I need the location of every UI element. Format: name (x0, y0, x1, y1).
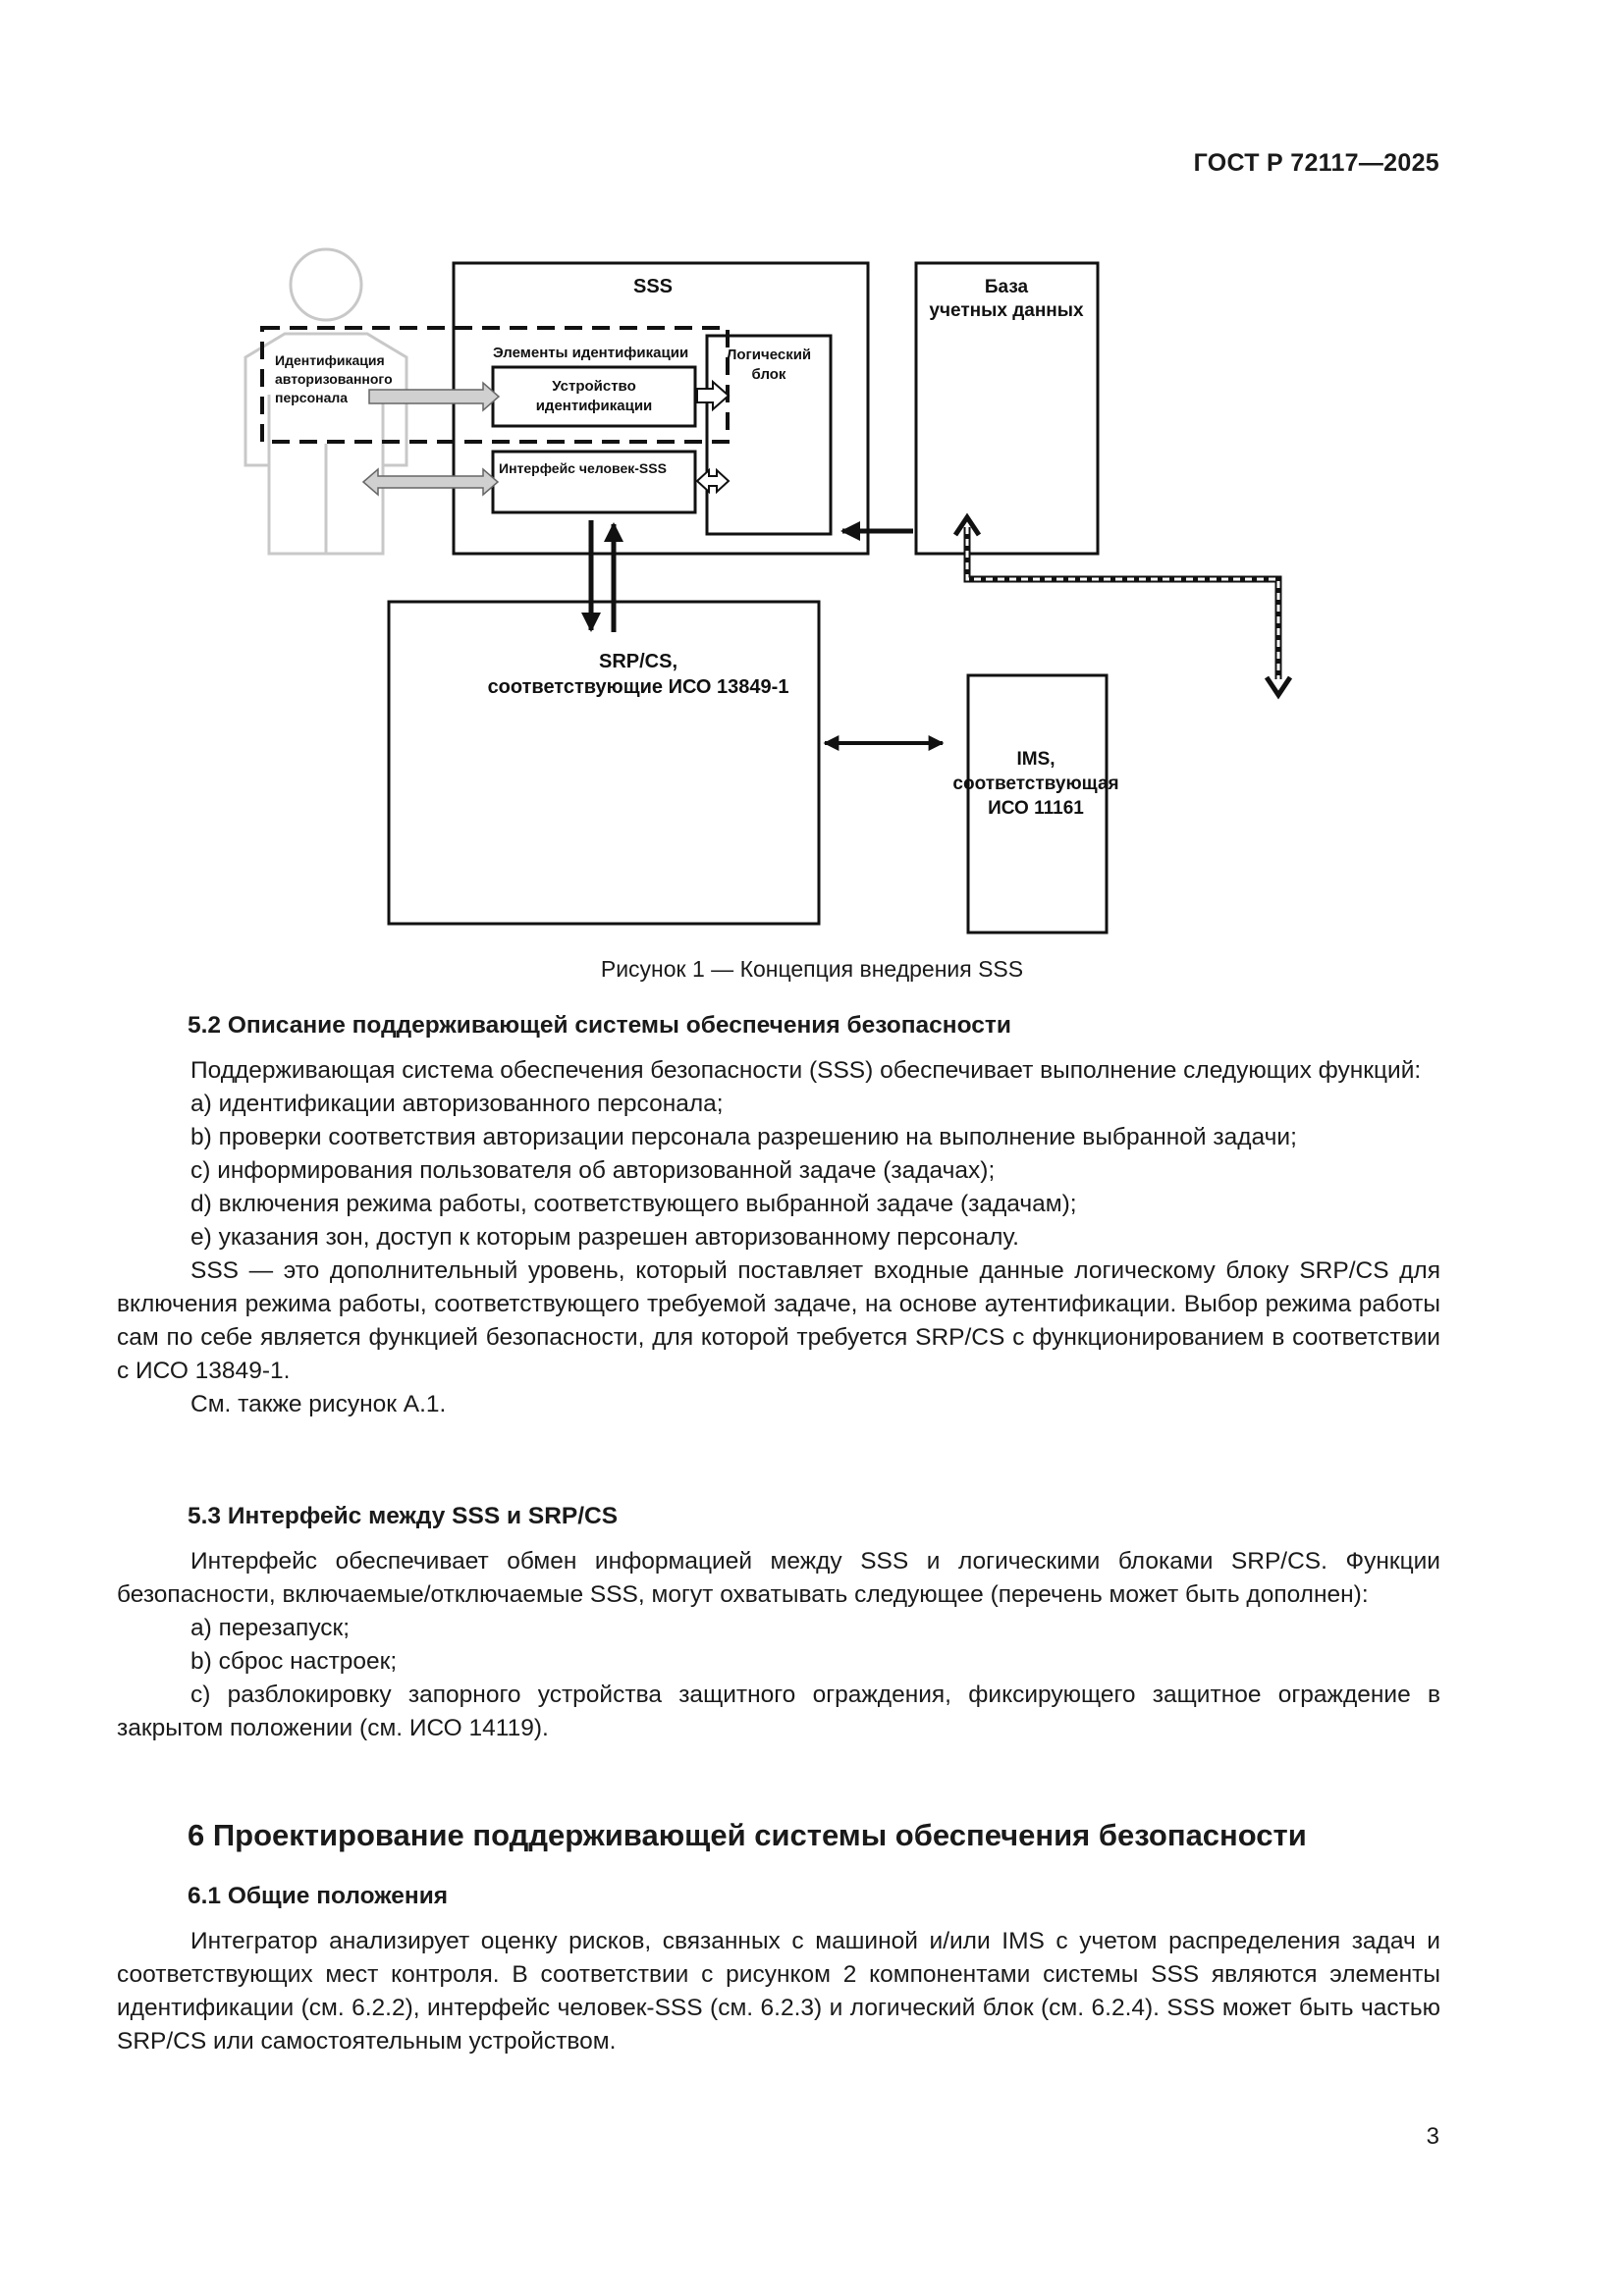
concept-diagram: SSS База учетных данных Идентификация ав… (244, 247, 1293, 934)
srp-line2: соответствующие ИСО 13849-1 (488, 676, 789, 698)
person-to-device-arrow (368, 381, 501, 412)
credentials-db-box (914, 261, 1100, 556)
device-line2: идентификации (536, 398, 653, 414)
logic-line1: Логический (727, 347, 811, 363)
ims-line1: IMS, (1016, 749, 1055, 770)
section-heading: 5.3 Интерфейс между SSS и SRP/CS (188, 1503, 619, 1529)
page-number: 3 (1426, 2123, 1439, 2150)
hmi-logic-double-arrow (695, 467, 731, 495)
section-5-3: 5.3 Интерфейс между SSS и SRP/CS Интерфе… (117, 1500, 1440, 1745)
list-item: e) указания зон, доступ к которым разреш… (190, 1224, 1019, 1251)
section-6: 6 Проектирование поддерживающей системы … (117, 1819, 1440, 2058)
srp-line1: SRP/CS, (599, 651, 677, 672)
see-also: См. также рисунок А.1. (190, 1391, 447, 1417)
section-heading: 5.2 Описание поддерживающей системы обес… (188, 1012, 1011, 1039)
list-item: b) проверки соответствия авторизации пер… (190, 1124, 1297, 1150)
concept-figure: SSS База учетных данных Идентификация ав… (236, 247, 1355, 939)
section-5-2: 5.2 Описание поддерживающей системы обес… (117, 1009, 1440, 1421)
paragraph: Интерфейс обеспечивает обмен информацией… (117, 1548, 1440, 1608)
sss-box (452, 261, 870, 556)
list-item: a) идентификации авторизованного персона… (190, 1091, 724, 1117)
ims-line3: ИСО 11161 (988, 798, 1084, 819)
identification-dashed-region (260, 326, 730, 444)
person-figure (244, 247, 408, 556)
list-item: d) включения режима работы, соответствую… (190, 1191, 1077, 1217)
identification-device-box (491, 365, 697, 428)
device-to-logic-arrow (696, 379, 731, 412)
figure-caption: Рисунок 1 — Концепция внедрения SSS (600, 956, 1024, 982)
logic-line2: блок (752, 366, 786, 383)
person-hmi-double-arrow (361, 467, 500, 497)
hmi-label: Интерфейс человек-SSS (499, 460, 667, 476)
list-item: c) информирования пользователя об автори… (190, 1157, 996, 1184)
ims-line2: соответствующая (952, 774, 1118, 794)
ident-person-line2: авторизованного (275, 371, 393, 387)
db-title-line1: База (985, 277, 1029, 297)
paragraph: SSS — это дополнительный уровень, которы… (117, 1257, 1440, 1384)
standard-code: ГОСТ Р 72117—2025 (1193, 149, 1439, 177)
section-heading: 6.1 Общие положения (188, 1883, 449, 1909)
paragraph: Поддерживающая система обеспечения безоп… (190, 1057, 1422, 1084)
list-item: b) сброс настроек; (190, 1648, 398, 1675)
logic-block-box (705, 334, 833, 536)
sss-title: SSS (633, 276, 673, 297)
ident-elements-label: Элементы идентификации (493, 345, 688, 361)
ident-person-line1: Идентификация (275, 352, 385, 368)
device-line1: Устройство (552, 378, 636, 395)
chapter-heading: 6 Проектирование поддерживающей системы … (188, 1818, 1307, 1852)
ims-rect-drawn-visible (966, 673, 1109, 934)
db-title-line2: учетных данных (929, 300, 1084, 321)
paragraph: Интегратор анализирует оценку рисков, св… (117, 1928, 1440, 2055)
list-item: c) разблокировку запорного устройства за… (117, 1682, 1440, 1741)
list-item: a) перезапуск; (190, 1615, 351, 1641)
db-ims-dashed-link (952, 512, 1293, 700)
ident-person-line3: персонала (275, 390, 348, 405)
srp-cs-box (387, 600, 821, 926)
